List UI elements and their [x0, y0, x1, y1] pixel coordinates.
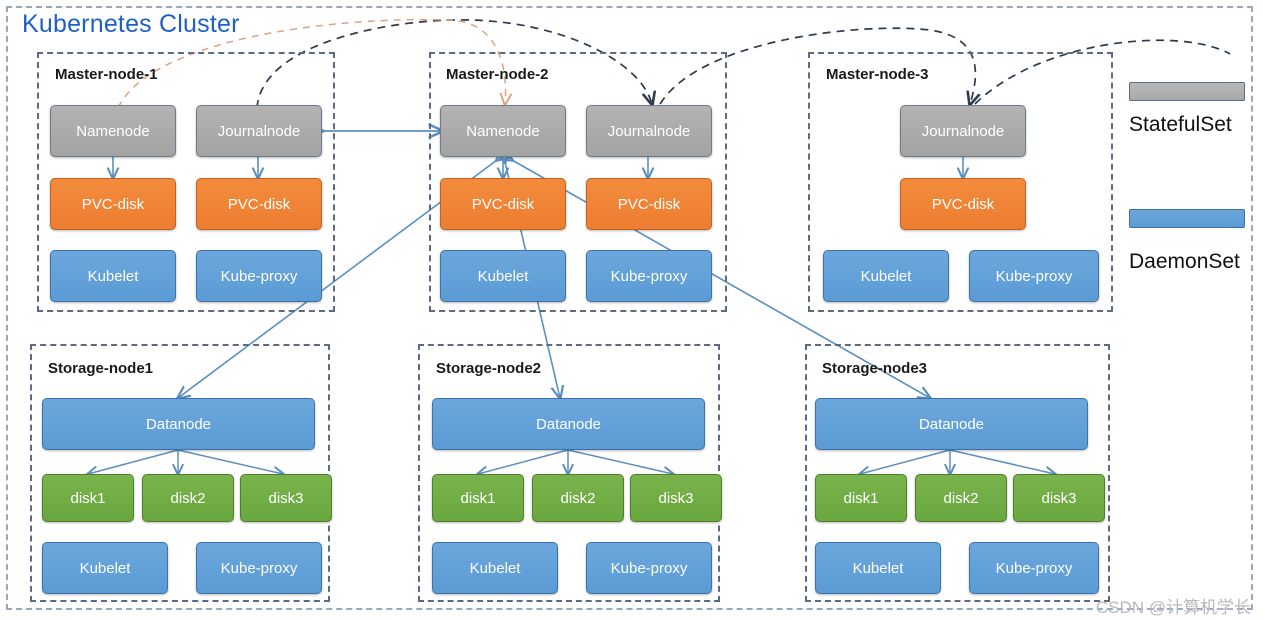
kubernetes-cluster-frame	[6, 6, 1253, 610]
storage-node2-kubelet[interactable]: Kubelet	[432, 542, 558, 594]
master-node-3-container	[808, 52, 1113, 312]
master-node-2-pvc-disk-2[interactable]: PVC-disk	[586, 178, 712, 230]
master-node-2-container	[429, 52, 727, 312]
storage-node3-label: Storage-node3	[822, 360, 928, 377]
storage-node2-container	[418, 344, 720, 602]
storage-node1-kubelet[interactable]: Kubelet	[42, 542, 168, 594]
master-node-3-journalnode[interactable]: Journalnode	[900, 105, 1026, 157]
legend-swatch-statefulset	[1129, 82, 1245, 101]
storage-node3-kube-proxy[interactable]: Kube-proxy	[969, 542, 1099, 594]
storage-node3-disk1[interactable]: disk1	[815, 474, 907, 522]
storage-node1-kube-proxy[interactable]: Kube-proxy	[196, 542, 322, 594]
storage-node2-label: Storage-node2	[436, 360, 542, 377]
legend-label-statefulset: StatefulSet	[1129, 113, 1232, 136]
master-node-2-namenode[interactable]: Namenode	[440, 105, 566, 157]
storage-node2-disk3[interactable]: disk3	[630, 474, 722, 522]
storage-node2-disk2[interactable]: disk2	[532, 474, 624, 522]
storage-node1-label: Storage-node1	[48, 360, 154, 377]
storage-node1-disk3[interactable]: disk3	[240, 474, 332, 522]
master-node-1-container	[37, 52, 335, 312]
storage-node3-kubelet[interactable]: Kubelet	[815, 542, 941, 594]
master-node-1-label: Master-node-1	[55, 66, 158, 83]
master-node-2-kube-proxy[interactable]: Kube-proxy	[586, 250, 712, 302]
master-node-3-kubelet[interactable]: Kubelet	[823, 250, 949, 302]
storage-node2-kube-proxy[interactable]: Kube-proxy	[586, 542, 712, 594]
storage-node2-disk1[interactable]: disk1	[432, 474, 524, 522]
master-node-2-label: Master-node-2	[446, 66, 549, 83]
master-node-1-pvc-disk-1[interactable]: PVC-disk	[50, 178, 176, 230]
storage-node1-container	[30, 344, 330, 602]
legend-swatch-daemonset	[1129, 209, 1245, 228]
master-node-2-kubelet[interactable]: Kubelet	[440, 250, 566, 302]
master-node-1-kubelet[interactable]: Kubelet	[50, 250, 176, 302]
master-node-2-pvc-disk-1[interactable]: PVC-disk	[440, 178, 566, 230]
master-node-1-journalnode[interactable]: Journalnode	[196, 105, 322, 157]
storage-node2-datanode[interactable]: Datanode	[432, 398, 705, 450]
master-node-3-label: Master-node-3	[826, 66, 929, 83]
storage-node1-datanode[interactable]: Datanode	[42, 398, 315, 450]
cluster-title: Kubernetes Cluster	[22, 10, 240, 38]
storage-node1-disk1[interactable]: disk1	[42, 474, 134, 522]
master-node-1-namenode[interactable]: Namenode	[50, 105, 176, 157]
storage-node3-disk2[interactable]: disk2	[915, 474, 1007, 522]
legend-label-daemonset: DaemonSet	[1129, 250, 1240, 273]
watermark: CSDN @计算机学长	[1095, 598, 1251, 617]
master-node-1-pvc-disk-2[interactable]: PVC-disk	[196, 178, 322, 230]
master-node-2-journalnode[interactable]: Journalnode	[586, 105, 712, 157]
master-node-1-kube-proxy[interactable]: Kube-proxy	[196, 250, 322, 302]
storage-node3-container	[805, 344, 1110, 602]
master-node-3-kube-proxy[interactable]: Kube-proxy	[969, 250, 1099, 302]
storage-node3-datanode[interactable]: Datanode	[815, 398, 1088, 450]
storage-node3-disk3[interactable]: disk3	[1013, 474, 1105, 522]
storage-node1-disk2[interactable]: disk2	[142, 474, 234, 522]
master-node-3-pvc-disk[interactable]: PVC-disk	[900, 178, 1026, 230]
